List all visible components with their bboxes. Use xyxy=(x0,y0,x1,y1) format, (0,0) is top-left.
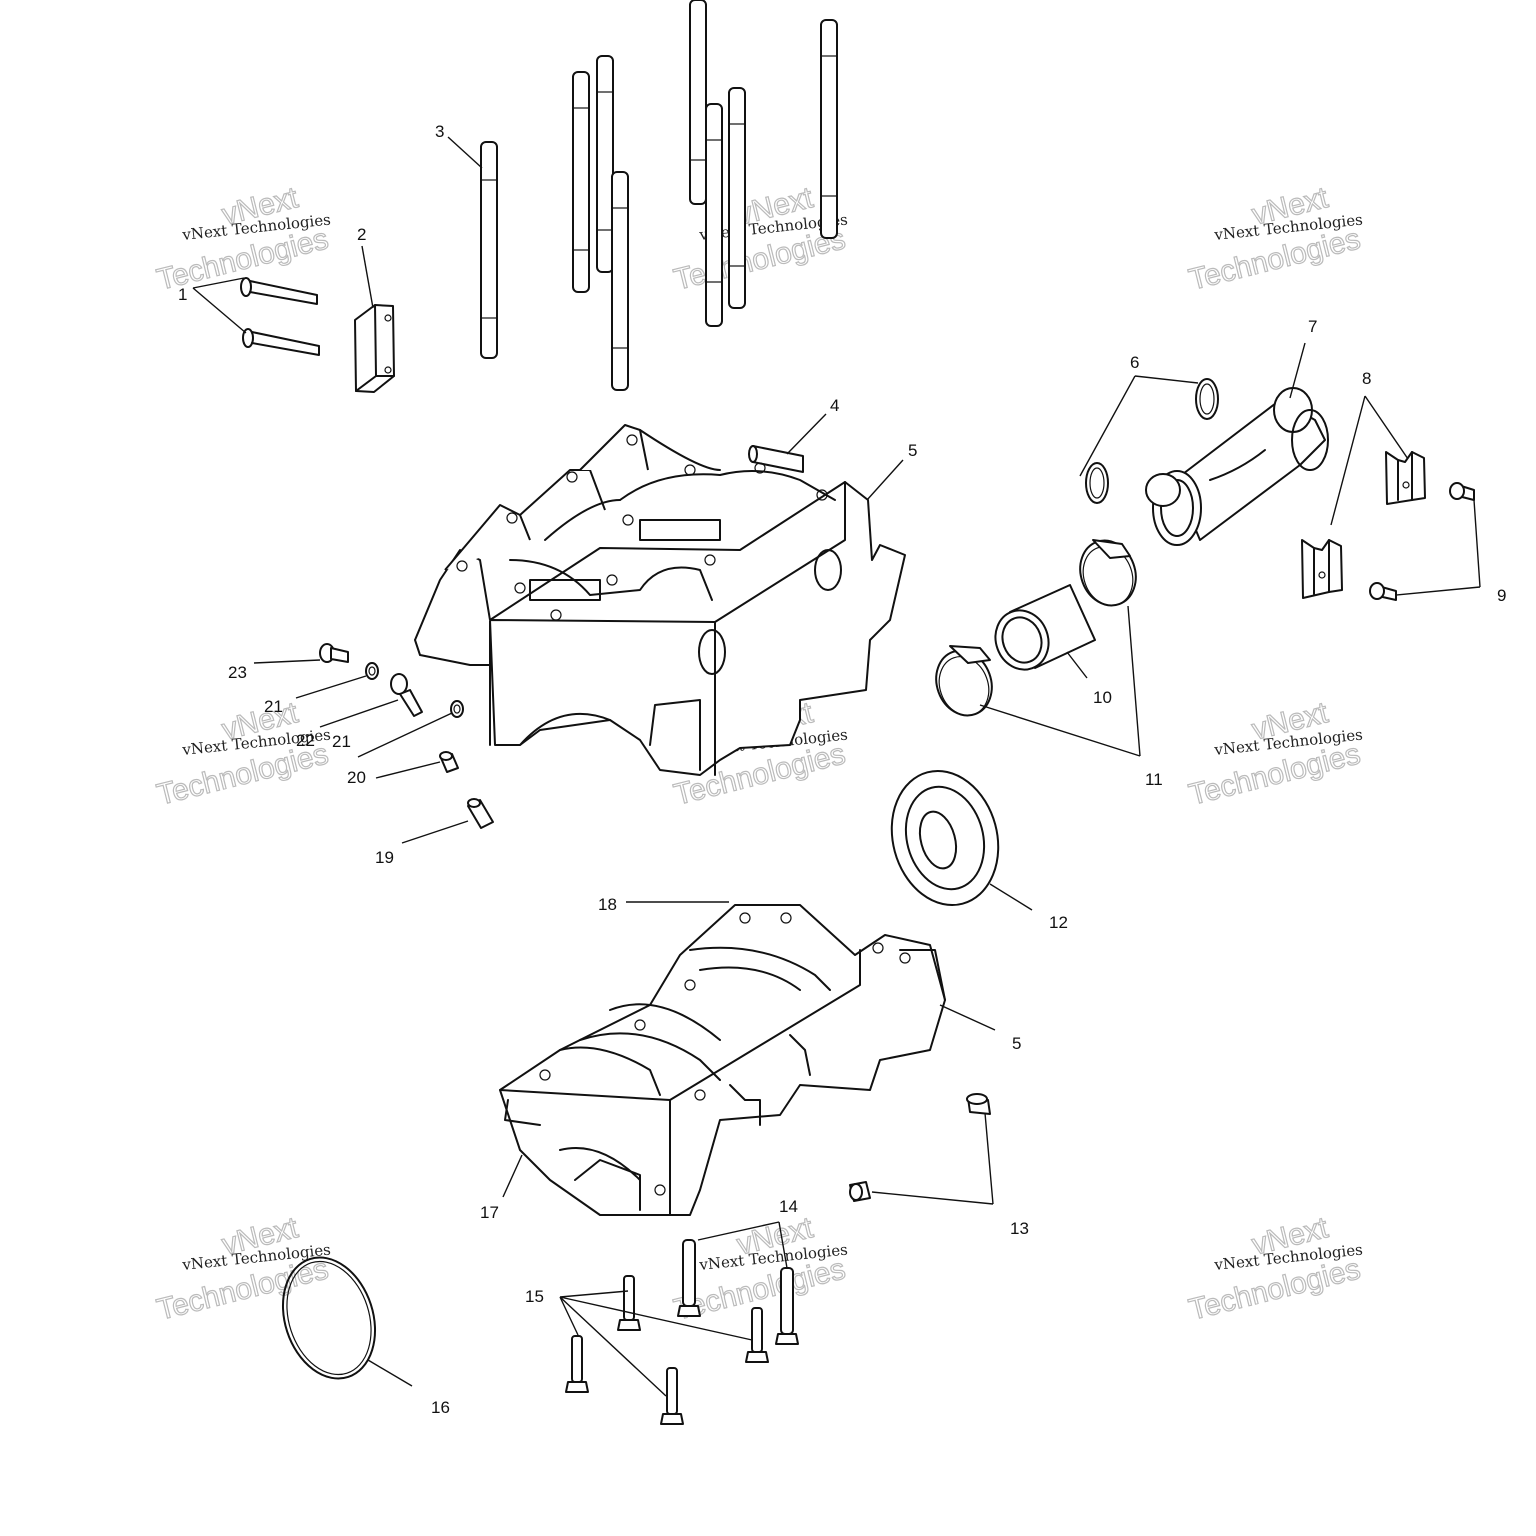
callout-10: 10 xyxy=(1093,688,1112,707)
callout-15: 15 xyxy=(525,1287,544,1306)
watermark-mid-right: vNext vNext Technologies Technologies xyxy=(1185,695,1364,812)
bolt xyxy=(617,1275,641,1331)
callout-16: 16 xyxy=(431,1398,450,1417)
stud xyxy=(705,103,723,327)
bolt xyxy=(677,1239,701,1317)
part-23-bolt xyxy=(319,643,349,663)
stud xyxy=(820,19,838,239)
part-22-fitting xyxy=(390,673,423,717)
part-20-plug xyxy=(439,751,459,773)
callout-1: 1 xyxy=(178,285,187,304)
callout-19: 19 xyxy=(375,848,394,867)
part-5-upper-crankcase xyxy=(414,424,906,776)
callout-11: 11 xyxy=(1145,770,1163,789)
callout-21-upper: 21 xyxy=(264,697,283,716)
bolt-upper xyxy=(240,277,318,305)
part-11-clamps xyxy=(935,539,1137,717)
watermark-top-right: vNext vNext Technologies Technologies xyxy=(1185,180,1364,297)
callout-20: 20 xyxy=(347,768,366,787)
callout-labels: 1 2 3 4 5 6 7 8 9 10 11 12 13 14 15 16 1… xyxy=(178,122,1506,1417)
callout-22: 22 xyxy=(296,731,315,750)
callout-5-upper: 5 xyxy=(908,441,917,460)
callout-9: 9 xyxy=(1497,586,1506,605)
stud xyxy=(611,171,629,391)
part-6-o-rings xyxy=(1085,378,1219,504)
callout-23: 23 xyxy=(228,663,247,682)
bolt xyxy=(565,1335,589,1393)
part-16-ring xyxy=(281,1256,377,1380)
part-15-flange-bolts xyxy=(565,1275,769,1425)
callout-6: 6 xyxy=(1130,353,1139,372)
callout-18: 18 xyxy=(598,895,617,914)
watermark-bottom-left: vNext vNext Technologies Technologies xyxy=(153,1210,332,1327)
part-4-dowel-pin xyxy=(748,445,804,473)
stud xyxy=(480,141,498,359)
callout-13: 13 xyxy=(1010,1219,1029,1238)
stud xyxy=(728,87,746,309)
watermark-bottom-right: vNext vNext Technologies Technologies xyxy=(1185,1210,1364,1327)
callout-14: 14 xyxy=(779,1197,798,1216)
part-21-washers xyxy=(365,662,464,718)
leader-lines xyxy=(192,136,1481,1397)
callout-17: 17 xyxy=(480,1203,499,1222)
callout-12: 12 xyxy=(1049,913,1068,932)
stud xyxy=(596,55,614,273)
callout-8: 8 xyxy=(1362,369,1371,388)
part-13-plugs xyxy=(849,1093,991,1202)
callout-2: 2 xyxy=(357,225,366,244)
part-1-bolts xyxy=(240,277,320,356)
callout-7: 7 xyxy=(1308,317,1317,336)
part-8-clips xyxy=(1301,451,1426,599)
part-9-screws xyxy=(1369,482,1475,601)
bolt-lower xyxy=(242,328,320,356)
part-10-sleeve xyxy=(994,584,1096,671)
part-12-seal xyxy=(890,769,1000,907)
stud xyxy=(689,0,707,205)
callout-3: 3 xyxy=(435,122,444,141)
part-5-lower-crankcase xyxy=(499,904,946,1216)
callout-4: 4 xyxy=(830,396,839,415)
watermark-mid-left: vNext vNext Technologies Technologies xyxy=(153,695,332,812)
part-2-cover-plate xyxy=(354,304,395,393)
callout-21-lower: 21 xyxy=(332,732,351,751)
part-19-pin xyxy=(467,798,494,829)
part-7-elbow-hose xyxy=(1145,387,1329,546)
part-3-studs xyxy=(480,0,838,391)
bolt xyxy=(745,1307,769,1363)
part-14-long-bolts xyxy=(677,1239,799,1345)
callout-5-lower: 5 xyxy=(1012,1034,1021,1053)
stud xyxy=(572,71,590,293)
bolt xyxy=(660,1367,684,1425)
